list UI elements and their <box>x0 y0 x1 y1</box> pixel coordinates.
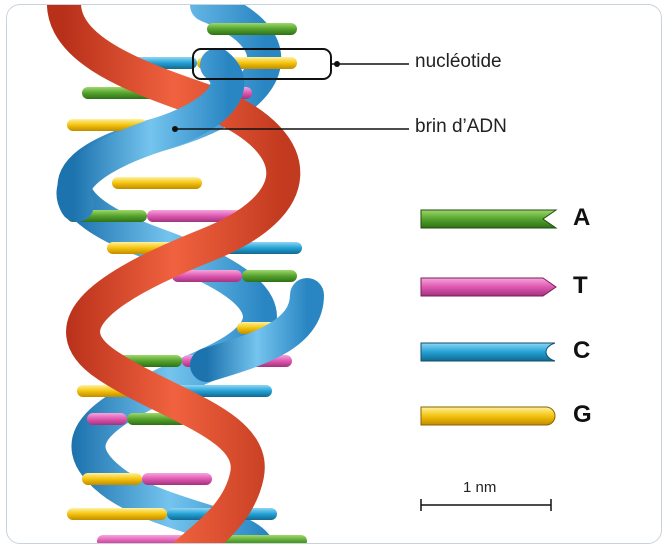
legend-letter-A: A <box>573 204 590 232</box>
nucleotide-label: nucléotide <box>415 51 502 73</box>
legend-letter-T: T <box>573 272 588 300</box>
legend-shape-T <box>421 278 556 296</box>
legend-letter-C: C <box>573 337 590 365</box>
strand-leader-dot <box>172 126 178 132</box>
legend-letter-G: G <box>573 401 592 429</box>
legend-shape-C <box>421 343 555 361</box>
scale-bar-label: 1 nm <box>463 479 496 496</box>
dna-helix-diagram <box>7 5 661 543</box>
legend-shape-G <box>421 407 555 425</box>
figure-frame: nucléotide brin d’ADN A T C G 1 nm <box>6 4 662 544</box>
scale-bar <box>421 499 551 511</box>
nucleotide-leader-dot <box>334 61 340 67</box>
strand-label: brin d’ADN <box>415 116 507 138</box>
legend-shape-A <box>421 210 556 228</box>
